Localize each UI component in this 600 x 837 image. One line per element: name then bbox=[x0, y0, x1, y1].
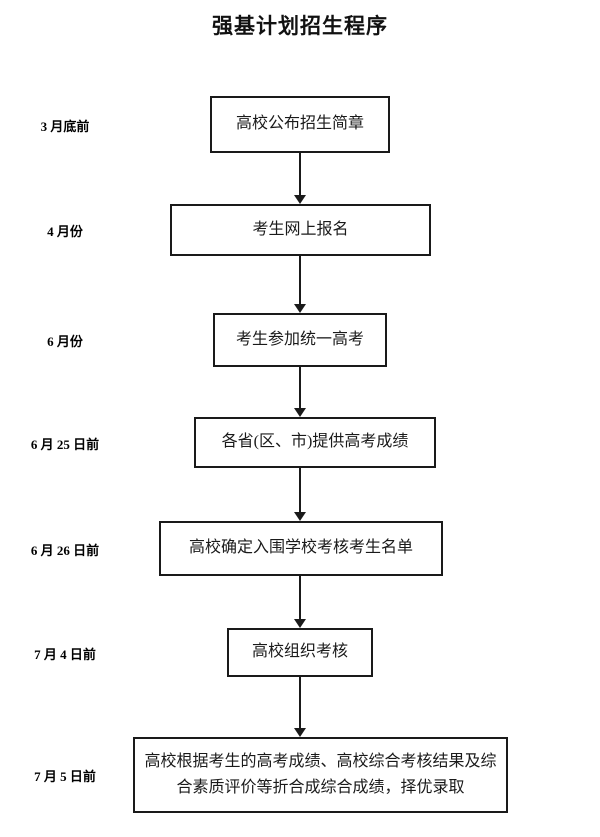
arrow-connector-5 bbox=[293, 576, 307, 628]
arrow-connector-3 bbox=[293, 367, 307, 417]
stage-label-3: 6 月份 bbox=[47, 334, 83, 349]
process-box-6: 高校组织考核 bbox=[227, 628, 373, 677]
arrow-connector-2 bbox=[293, 256, 307, 313]
arrow-connector-1 bbox=[293, 153, 307, 204]
page-title: 强基计划招生程序 bbox=[212, 15, 388, 38]
process-box-3: 考生参加统一高考 bbox=[213, 313, 387, 367]
arrow-head-down-icon bbox=[294, 408, 306, 417]
arrow-head-down-icon bbox=[294, 728, 306, 737]
arrow-head-down-icon bbox=[294, 304, 306, 313]
stage-label-2: 4 月份 bbox=[47, 224, 83, 239]
process-box-4: 各省(区、市)提供高考成绩 bbox=[194, 417, 436, 468]
arrow-shaft bbox=[299, 256, 301, 304]
process-box-1: 高校公布招生简章 bbox=[210, 96, 390, 153]
arrow-head-down-icon bbox=[294, 195, 306, 204]
stage-label-1: 3 月底前 bbox=[40, 118, 90, 134]
arrow-shaft bbox=[299, 367, 301, 408]
arrow-shaft bbox=[299, 677, 301, 728]
stage-label-6: 7 月 4 日前 bbox=[34, 646, 96, 662]
arrow-head-down-icon bbox=[294, 512, 306, 521]
stage-label-4: 6 月 25 日前 bbox=[30, 436, 100, 452]
arrow-shaft bbox=[299, 468, 301, 512]
stage-label-5: 6 月 26 日前 bbox=[30, 542, 100, 558]
arrow-shaft bbox=[299, 153, 301, 195]
stage-label-7: 7 月 5 日前 bbox=[34, 769, 96, 784]
arrow-connector-6 bbox=[293, 677, 307, 737]
process-box-2: 考生网上报名 bbox=[170, 204, 431, 256]
process-box-5: 高校确定入围学校考核考生名单 bbox=[159, 521, 443, 576]
arrow-connector-4 bbox=[293, 468, 307, 521]
arrow-head-down-icon bbox=[294, 619, 306, 628]
arrow-shaft bbox=[299, 576, 301, 619]
process-box-7: 高校根据考生的高考成绩、高校综合考核结果及综合素质评价等折合成综合成绩，择优录取 bbox=[133, 737, 508, 813]
